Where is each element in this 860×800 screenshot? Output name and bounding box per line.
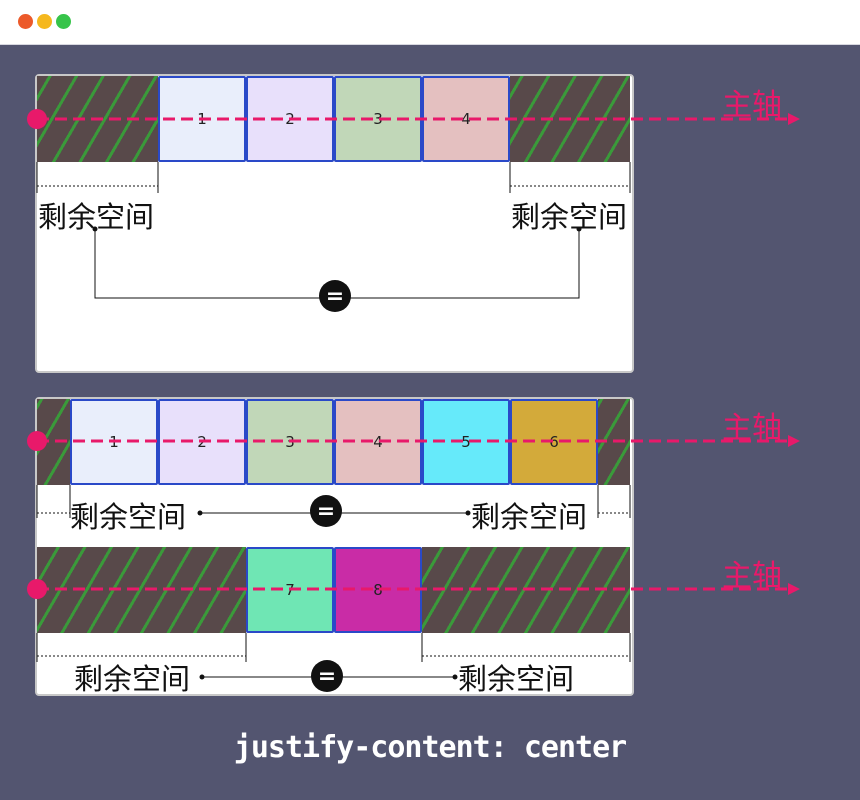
remaining-space-label: 剩余空间 — [74, 662, 191, 696]
remaining-space-label: 剩余空间 — [38, 200, 155, 234]
equals-badge: = — [319, 280, 351, 312]
remaining-space-label: 剩余空间 — [70, 500, 187, 534]
connector-dots — [92, 226, 582, 680]
remaining-space-label: 剩余空间 — [471, 500, 588, 534]
dimension-brackets — [36, 162, 631, 678]
equals-badge: = — [311, 660, 343, 692]
close-window-button[interactable] — [18, 14, 33, 29]
remaining-space-label: 剩余空间 — [458, 662, 575, 696]
equals-badge: = — [310, 495, 342, 527]
free-space-left-line2 — [37, 547, 246, 633]
remaining-space-label: 剩余空间 — [511, 200, 628, 234]
title-bar — [0, 0, 860, 45]
main-axis-arrows — [27, 109, 800, 599]
main-axis-label: 主轴 — [722, 411, 782, 446]
main-axis-label: 主轴 — [722, 559, 782, 594]
caption: justify-content: center — [233, 730, 627, 765]
maximize-window-button[interactable] — [56, 14, 71, 29]
minimize-window-button[interactable] — [37, 14, 52, 29]
main-axis-label: 主轴 — [722, 88, 782, 123]
